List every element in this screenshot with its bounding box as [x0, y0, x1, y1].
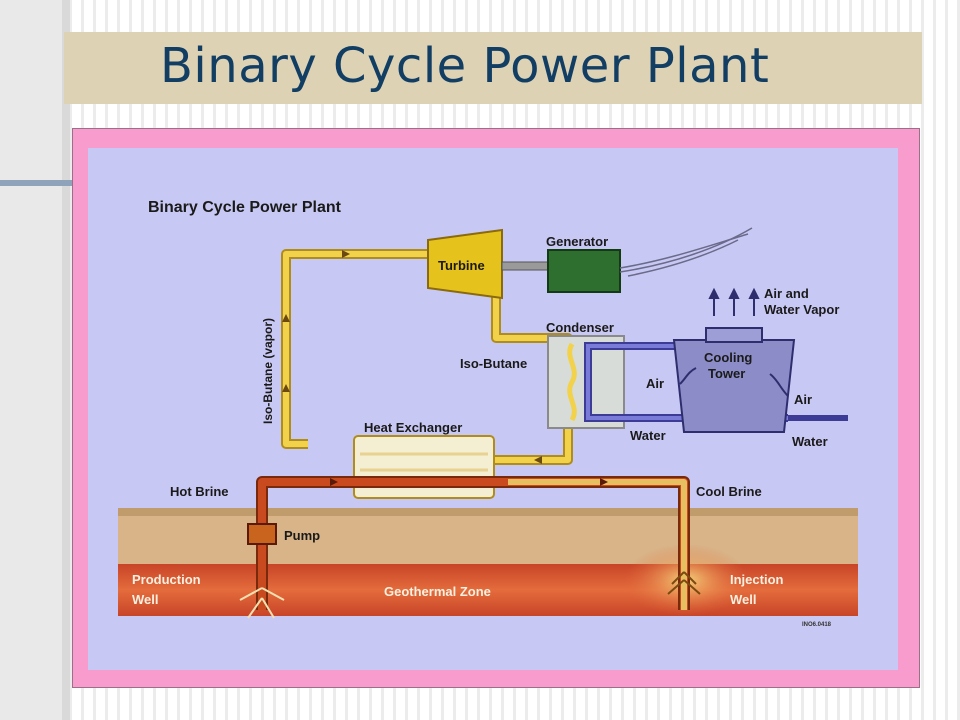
label-air-left: Air [646, 376, 664, 391]
turbine-shaft [501, 261, 549, 271]
turbine [427, 228, 503, 300]
diagram-heading: Binary Cycle Power Plant [148, 199, 342, 216]
label-pump: Pump [284, 528, 320, 543]
label-generator: Generator [546, 234, 608, 249]
transmission-lines [619, 227, 753, 277]
heat-exchanger [353, 435, 495, 499]
label-injection-well-1: Injection [730, 572, 784, 587]
air-inflow-arrows [679, 367, 789, 397]
label-water-left: Water [630, 428, 666, 443]
binary-cycle-diagram: Binary Cycle Power Plant Generator Turbi… [88, 148, 898, 670]
label-air-right: Air [794, 392, 812, 407]
slide-title: Binary Cycle Power Plant [160, 38, 770, 94]
brine-loop [256, 476, 690, 610]
brine-flow-arrows [330, 478, 608, 486]
label-production-well-1: Production [132, 572, 201, 587]
label-hot-brine: Hot Brine [170, 484, 229, 499]
label-geothermal-zone: Geothermal Zone [384, 584, 491, 599]
label-turbine: Turbine [438, 258, 485, 273]
label-heat-exchanger: Heat Exchanger [364, 420, 462, 435]
label-iso-butane: Iso-Butane [460, 356, 527, 371]
label-iso-butane-vapor: Iso-Butane (vapor) [261, 318, 275, 424]
cooling-tower-top [705, 327, 763, 343]
label-condenser: Condenser [546, 320, 614, 335]
pump [247, 523, 277, 545]
generator [547, 249, 621, 293]
label-air-water-vapor-2: Water Vapor [764, 302, 839, 317]
injection-well-roots [667, 571, 701, 595]
slide-left-bar-edge [62, 0, 70, 720]
vapor-arrows [708, 287, 760, 316]
production-well-roots [239, 587, 285, 619]
figure-code: INO6.0418 [802, 622, 832, 628]
label-cooling-tower-1: Cooling [704, 350, 752, 365]
label-cool-brine: Cool Brine [696, 484, 762, 499]
label-water-right: Water [792, 434, 828, 449]
slide-left-bar [0, 0, 62, 720]
slide-accent-line [0, 180, 72, 186]
ground-surface-layer [118, 508, 858, 566]
ground-surface-texture [118, 508, 858, 516]
label-air-water-vapor-1: Air and [764, 286, 809, 301]
label-production-well-2: Well [132, 592, 159, 607]
label-injection-well-2: Well [730, 592, 757, 607]
title-band [64, 32, 922, 104]
isobutane-flow-arrows [282, 250, 542, 464]
label-cooling-tower-2: Tower [708, 366, 745, 381]
